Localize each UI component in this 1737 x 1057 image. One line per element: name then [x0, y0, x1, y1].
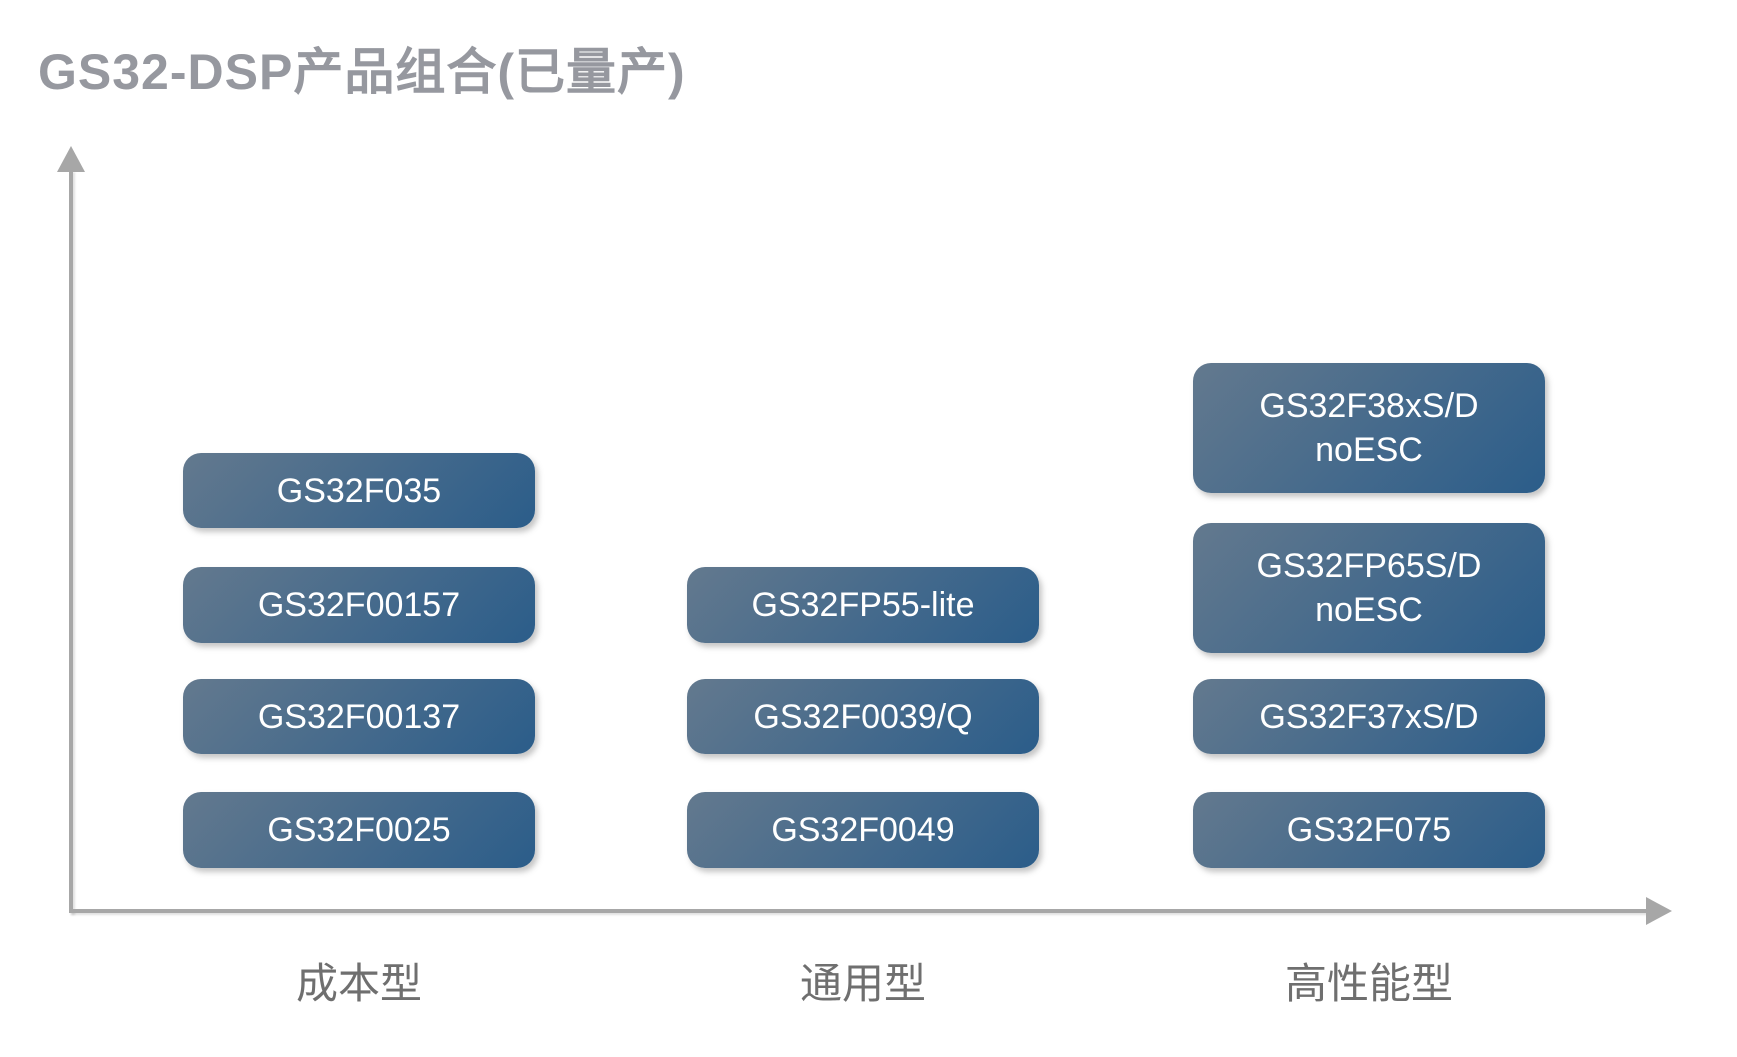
- product-box-label: GS32F0039/Q: [753, 697, 973, 736]
- product-box-gs32fp55-lite: GS32FP55-lite: [687, 567, 1039, 643]
- product-box-label: GS32F0025: [267, 811, 451, 849]
- x-axis: [69, 909, 1650, 913]
- category-label-1: 成本型: [295, 960, 422, 1007]
- product-box-label: noESC: [1315, 591, 1423, 629]
- product-box-label: GS32F00157: [257, 586, 461, 624]
- product-box-label: GS32F035: [276, 471, 442, 510]
- product-box-gs32f035: GS32F035: [183, 453, 535, 528]
- product-box-gs32f0049: GS32F0049: [687, 792, 1039, 868]
- product-box-label: GS32F0049: [771, 811, 955, 849]
- product-box-label: GS32FP55-lite: [751, 586, 975, 624]
- product-box-gs32f38xs-d-noesc: GS32F38xS/D noESC: [1193, 363, 1545, 493]
- product-box-label: GS32F075: [1286, 811, 1452, 849]
- category-label-2: 通用型: [799, 960, 926, 1007]
- product-box-gs32f00157: GS32F00157: [183, 567, 535, 643]
- y-axis: [69, 170, 73, 913]
- product-box-gs32f075: GS32F075: [1193, 792, 1545, 868]
- product-box-gs32f0039-q: GS32F0039/Q: [687, 679, 1039, 754]
- product-box-gs32f00137: GS32F00137: [183, 679, 535, 754]
- product-box-gs32f37xs-d: GS32F37xS/D: [1193, 679, 1545, 754]
- product-box-label: noESC: [1315, 431, 1423, 469]
- product-box-label: GS32F00137: [257, 697, 461, 736]
- page-title: GS32-DSP产品组合(已量产): [38, 44, 686, 100]
- product-box-gs32f0025: GS32F0025: [183, 792, 535, 868]
- y-axis-arrow-icon: [57, 146, 85, 172]
- x-axis-arrow-icon: [1646, 897, 1672, 925]
- product-box-gs32fp65s-d-noesc: GS32FP65S/D noESC: [1193, 523, 1545, 653]
- product-box-label: GS32FP65S/D: [1256, 547, 1482, 585]
- product-box-label: GS32F38xS/D: [1259, 387, 1479, 425]
- product-box-label: GS32F37xS/D: [1259, 697, 1479, 736]
- category-label-3: 高性能型: [1284, 960, 1453, 1007]
